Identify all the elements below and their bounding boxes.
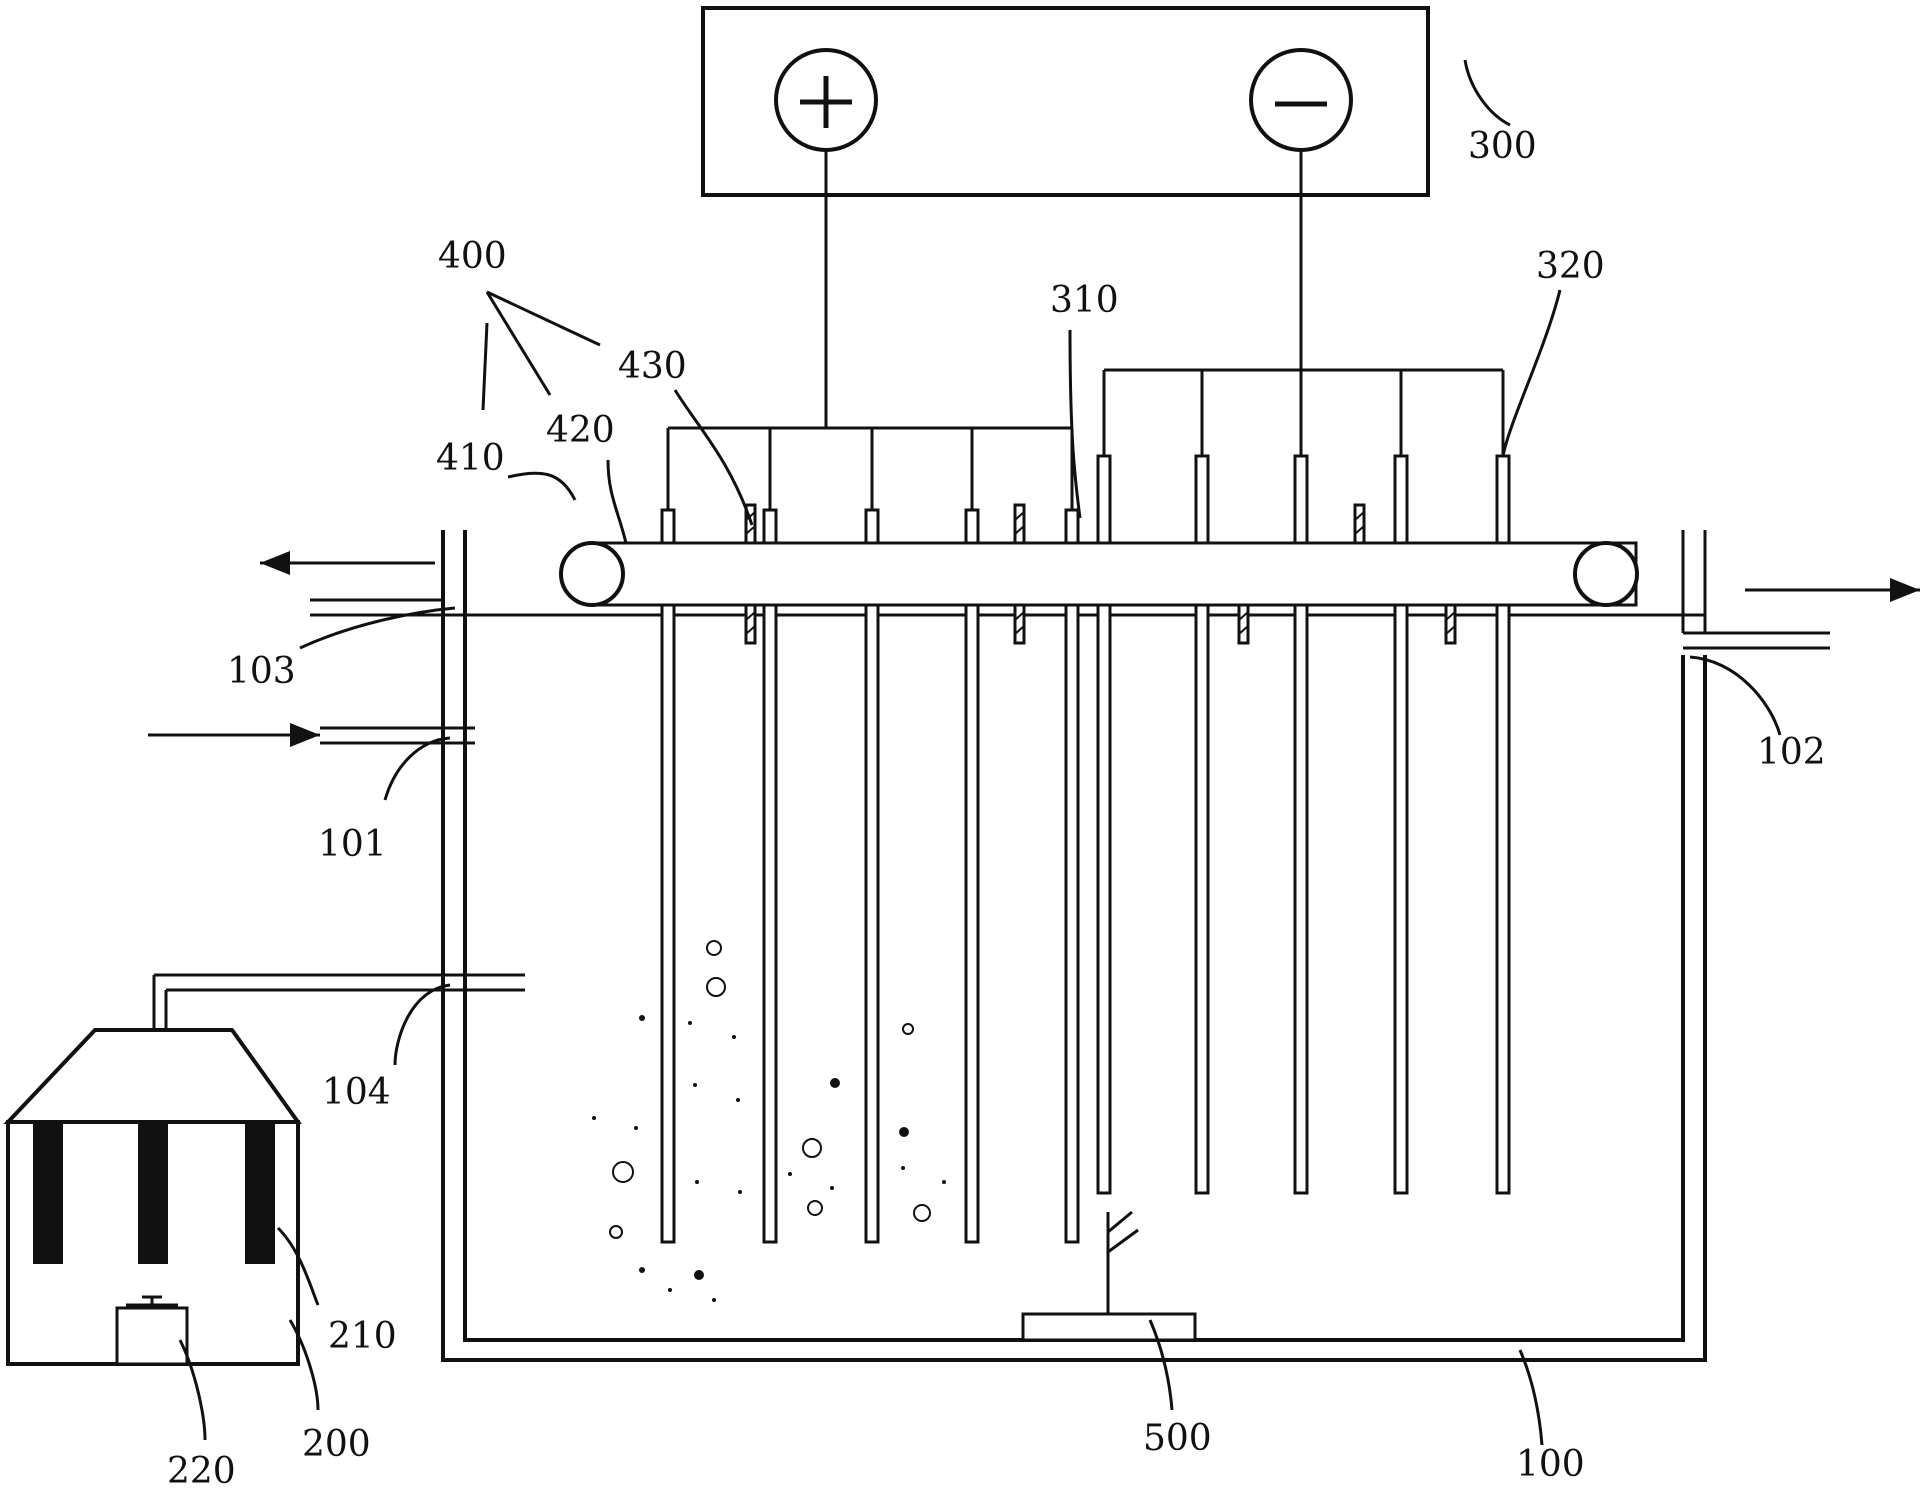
- right-outlet-pipe: [1681, 530, 1830, 650]
- label-420: 420: [546, 410, 615, 451]
- label-310: 310: [1050, 280, 1119, 321]
- label-101: 101: [318, 824, 387, 865]
- left-outlet-pipe: [310, 530, 467, 617]
- label-430: 430: [618, 346, 687, 387]
- label-410: 410: [436, 438, 505, 479]
- cathode-plates: [1096, 454, 1511, 1195]
- negative-wiring: [1102, 150, 1505, 456]
- label-100: 100: [1516, 1444, 1585, 1485]
- bottom-device: [1021, 1210, 1197, 1342]
- label-103: 103: [227, 651, 296, 692]
- label-102: 102: [1757, 732, 1826, 773]
- scraper-hatching: [745, 511, 1456, 635]
- label-220: 220: [167, 1451, 236, 1488]
- inlet-pipe: [320, 726, 475, 745]
- label-500: 500: [1143, 1418, 1212, 1459]
- label-104: 104: [322, 1072, 391, 1113]
- label-300: 300: [1468, 126, 1537, 167]
- leader-lines: [178, 59, 1782, 1446]
- label-210: 210: [328, 1316, 397, 1357]
- anode-plates: [660, 508, 1080, 1244]
- particles: [592, 1015, 946, 1302]
- unit-electrodes: [33, 1124, 275, 1264]
- unit-base-device: [115, 1295, 189, 1366]
- label-320: 320: [1536, 246, 1605, 287]
- bubbles: [609, 940, 931, 1239]
- label-200: 200: [302, 1424, 371, 1465]
- positive-wiring: [666, 150, 1074, 510]
- reference-numerals: 300 310 320 400 410 420 430 103 101 102 …: [167, 126, 1826, 1488]
- label-400: 400: [438, 236, 507, 277]
- conveyor-belt: [559, 541, 1639, 607]
- gas-port-pipe: [152, 973, 525, 1030]
- plus-icon: [800, 76, 852, 128]
